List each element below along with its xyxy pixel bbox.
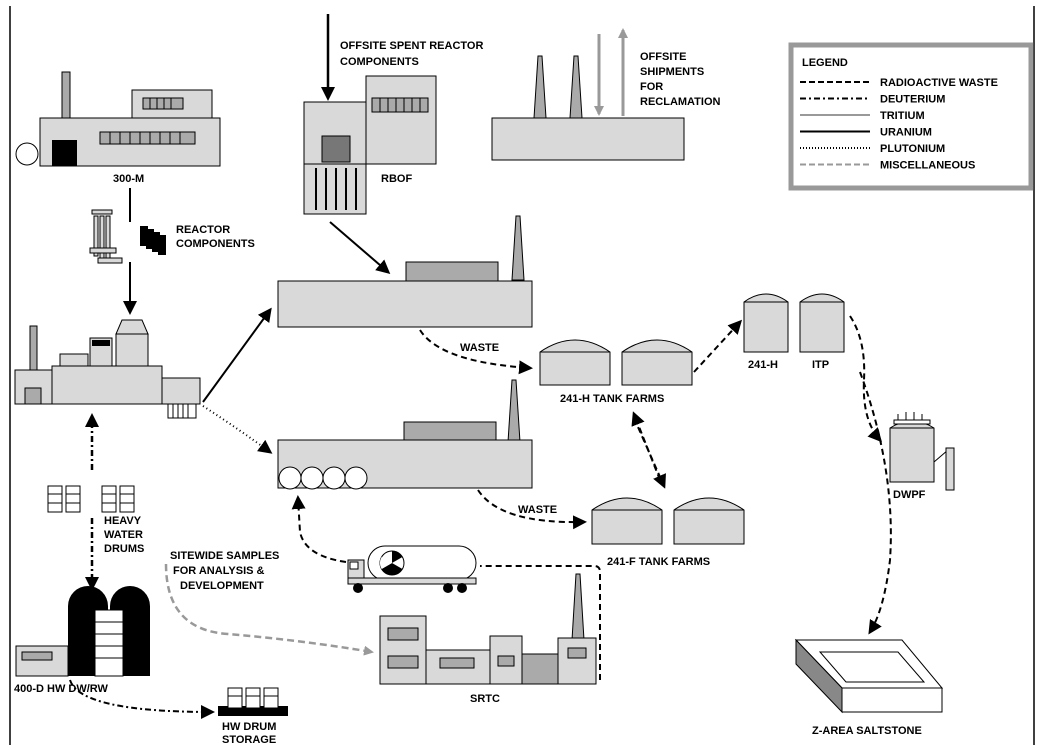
label-sitewide-3: DEVELOPMENT — [180, 580, 264, 592]
legend-label-deuterium: DEUTERIUM — [880, 94, 945, 106]
label-sitewide-1: SITEWIDE SAMPLES — [170, 550, 279, 562]
label-300-m: 300-M — [113, 173, 144, 185]
label-hw-drum-1: HW DRUM — [222, 721, 276, 733]
tank-farm-241-h: 241-H TANK FARMS — [539, 339, 693, 405]
legend-items: RADIOACTIVE WASTE DEUTERIUM TRITIUM URANIUM… — [800, 77, 998, 172]
flow-400d-to-hw-storage — [69, 679, 215, 719]
frame — [9, 6, 1035, 745]
label-srtc: SRTC — [470, 693, 500, 705]
building-rbof: RBOF — [303, 75, 437, 215]
legend-label-uranium: URANIUM — [880, 127, 932, 139]
flow-itp-to-saltstone — [859, 371, 892, 635]
building-dwpf: DWPF — [889, 412, 955, 501]
heavy-water-drums-icon — [47, 485, 135, 513]
flow-reactor-to-h-canyon — [202, 307, 272, 403]
flow-srtc-to-f-canyon — [480, 565, 601, 680]
building-z-area-saltstone: Z-AREA SALTSTONE — [794, 638, 944, 737]
label-heavy-water-3: DRUMS — [104, 543, 144, 555]
legend-label-plutonium: PLUTONIUM — [880, 143, 945, 155]
legend-title: LEGEND — [802, 57, 848, 69]
label-offsite-ship-2: SHIPMENTS — [640, 66, 704, 78]
building-400-d: 400-D HW DW/RW — [14, 586, 150, 695]
building-offsite-shipments — [491, 55, 685, 161]
label-itp: ITP — [812, 359, 829, 371]
label-sitewide-2: FOR ANALYSIS & — [173, 565, 265, 577]
flow-rbof-to-h-canyon — [329, 221, 391, 274]
flow-reactor-to-f-canyon — [202, 405, 273, 454]
hw-drum-storage-icon — [218, 687, 288, 716]
flow-h-canyon-waste — [419, 329, 533, 375]
building-300-m: 300-M — [15, 71, 221, 185]
flow-truck-to-f-canyon — [291, 495, 347, 563]
tanker-truck-icon — [347, 545, 477, 593]
legend-label-tritium: TRITIUM — [880, 110, 925, 122]
building-reactor — [14, 319, 201, 419]
flow-tanks-to-241h — [693, 319, 743, 373]
building-241-h-itp: 241-H ITP — [743, 293, 845, 371]
label-offsite-ship-4: RECLAMATION — [640, 96, 721, 108]
legend-label-miscellaneous: MISCELLANEOUS — [880, 160, 975, 172]
label-offsite-ship-3: FOR — [640, 81, 663, 93]
reactor-components-icon — [89, 209, 166, 264]
label-offsite-spent-2: COMPONENTS — [340, 56, 419, 68]
label-offsite-spent-1: OFFSITE SPENT REACTOR — [340, 40, 483, 52]
label-waste-f: WASTE — [518, 504, 557, 516]
label-241-h: 241-H — [748, 359, 778, 371]
label-z-area-saltstone: Z-AREA SALTSTONE — [812, 725, 922, 737]
label-offsite-ship-1: OFFSITE — [640, 51, 686, 63]
label-waste-h: WASTE — [460, 342, 499, 354]
flow-itp-to-dwpf — [849, 315, 883, 443]
label-heavy-water-1: HEAVY — [104, 515, 142, 527]
label-400-d: 400-D HW DW/RW — [14, 683, 109, 695]
legend: LEGEND RADIOACTIVE WASTE DEUTERIUM TRITIUM… — [788, 42, 1034, 191]
legend-label-radioactive-waste: RADIOACTIVE WASTE — [880, 77, 998, 89]
label-dwpf: DWPF — [893, 489, 926, 501]
label-rbof: RBOF — [381, 173, 412, 185]
label-241-h-tank-farms: 241-H TANK FARMS — [560, 393, 664, 405]
label-reactor-components-2: COMPONENTS — [176, 238, 255, 250]
label-heavy-water-2: WATER — [104, 529, 143, 541]
label-reactor-components-1: REACTOR — [176, 224, 230, 236]
label-241-f-tank-farms: 241-F TANK FARMS — [607, 556, 710, 568]
flow-sitewide-samples — [164, 563, 374, 656]
flow-h-to-f-tanks-b — [633, 417, 666, 489]
tank-farm-241-f: 241-F TANK FARMS — [591, 497, 745, 568]
label-hw-drum-2: STORAGE — [222, 734, 276, 745]
building-srtc: SRTC — [379, 573, 597, 705]
building-h-canyon — [277, 215, 533, 328]
building-f-canyon — [277, 379, 533, 490]
